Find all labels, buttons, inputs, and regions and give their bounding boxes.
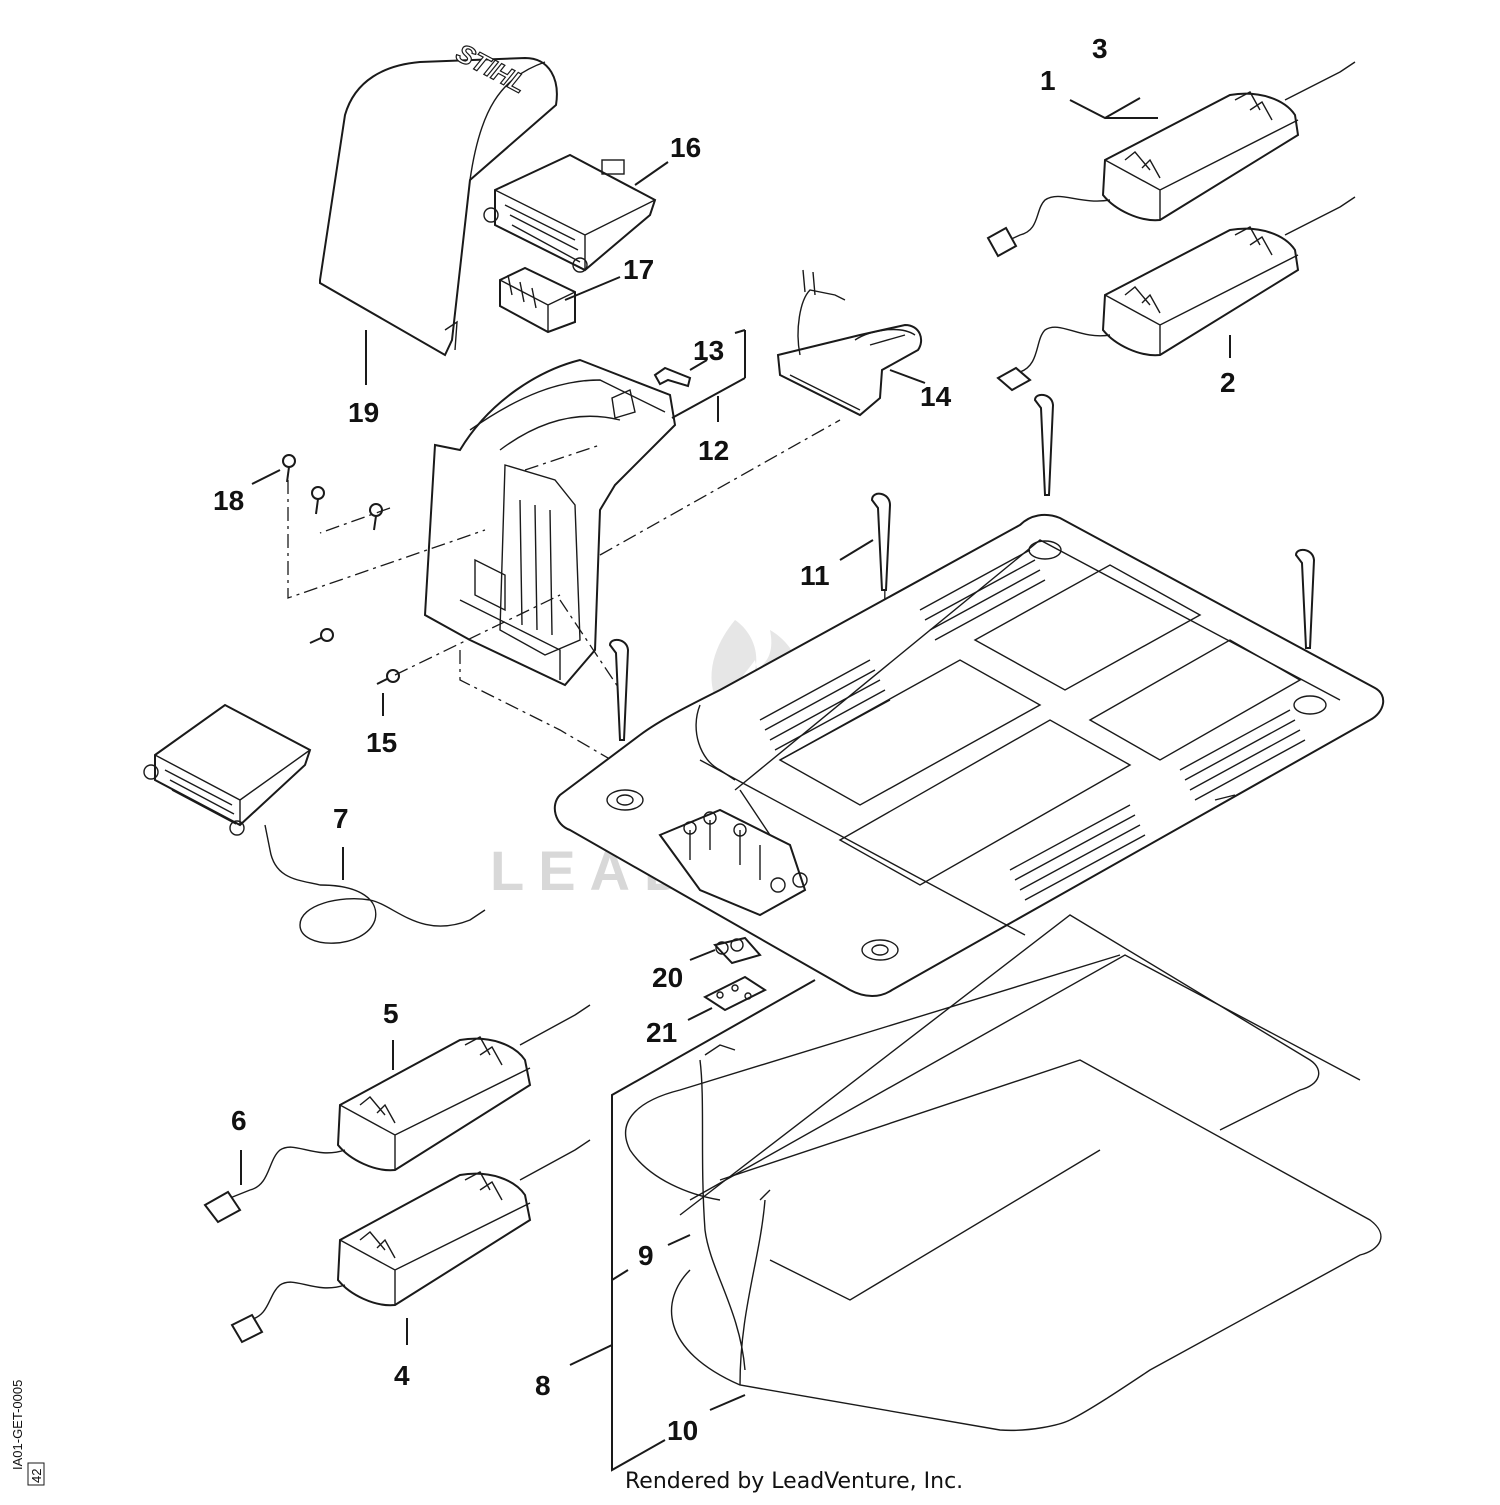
screw-part[interactable] [282,454,383,644]
callout-16: 16 [670,132,701,163]
power-supply-2-part[interactable] [996,196,1356,392]
callout-14: 14 [920,381,952,412]
terminal-block-part[interactable] [499,266,576,334]
base-housing-part[interactable] [423,358,677,687]
callout-labels: 1 2 3 4 5 6 7 8 9 10 11 12 13 14 15 16 1… [213,33,1236,1446]
callout-5: 5 [383,998,399,1029]
callout-1: 1 [1040,65,1056,96]
sheet-code: 42 [29,1469,44,1483]
callout-20: 20 [652,962,683,993]
callout-6: 6 [231,1105,247,1136]
callout-4: 4 [394,1360,410,1391]
wire-loop-part[interactable] [624,914,1382,1432]
control-module-part[interactable] [483,153,657,273]
callout-2: 2 [1220,367,1236,398]
stake-part[interactable] [608,393,1316,741]
callout-7: 7 [333,803,349,834]
rendered-by-footer: Rendered by LeadVenture, Inc. [625,1469,963,1494]
callout-11: 11 [800,560,830,591]
power-supply-4-part[interactable] [230,1139,591,1344]
terminal-plate-part[interactable] [702,975,768,1012]
callout-12: 12 [698,435,729,466]
power-supply-5-part[interactable] [203,1004,591,1224]
callout-10: 10 [667,1415,698,1446]
callout-9: 9 [638,1240,654,1271]
callout-15: 15 [366,727,397,758]
clip-part[interactable] [653,366,692,388]
callout-17: 17 [623,254,654,285]
charging-module-part[interactable] [143,703,486,944]
callout-3: 3 [1092,33,1108,64]
svg-text:IA01-GET-0005: IA01-GET-0005 [10,1380,25,1470]
docking-contacts-part[interactable] [776,269,923,417]
callout-21: 21 [646,1017,677,1048]
callout-13: 13 [693,335,724,366]
screw-15-part[interactable] [376,669,400,685]
base-plate-part[interactable] [553,513,1385,997]
callout-18: 18 [213,485,244,516]
power-supply-part[interactable] [986,61,1356,258]
callout-8: 8 [535,1370,551,1401]
drawing-code: IA01-GET-0005 42 [10,1380,45,1486]
callout-19: 19 [348,397,379,428]
connector-caps-part[interactable] [713,936,762,965]
